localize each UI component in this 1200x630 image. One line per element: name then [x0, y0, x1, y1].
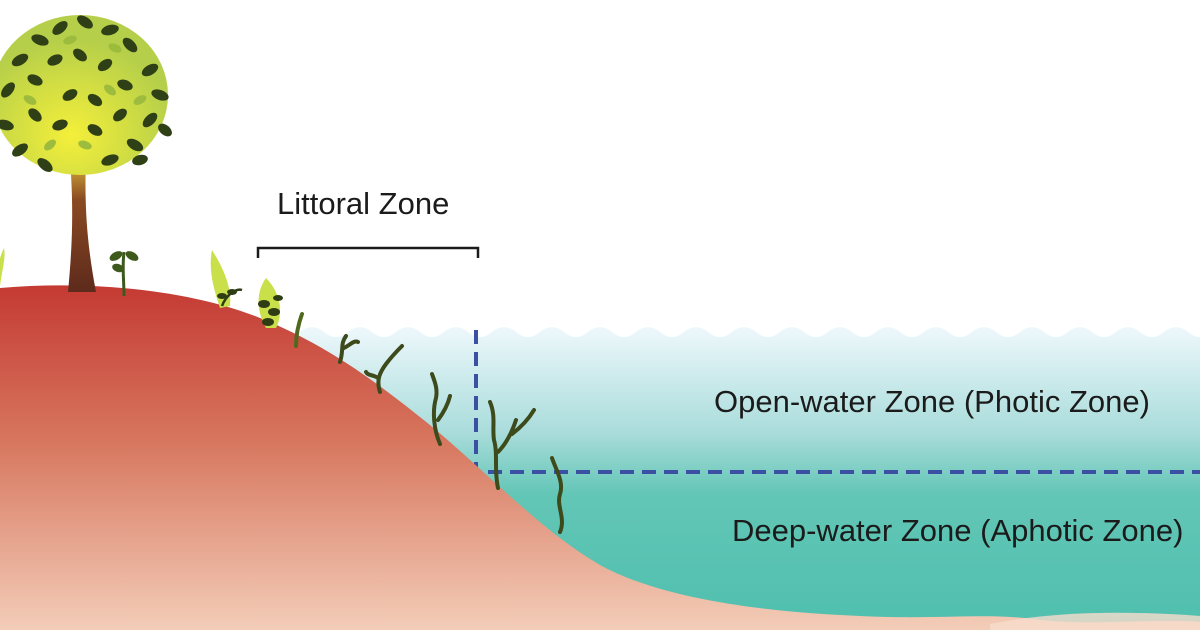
seedling-plant [109, 251, 139, 297]
littoral-bracket [256, 246, 480, 258]
tree [0, 15, 172, 292]
leafy-plant-edge [0, 248, 5, 286]
littoral-zone-label: Littoral Zone [277, 186, 450, 221]
shore-plants [0, 248, 304, 348]
aquatic-plant [364, 344, 404, 394]
shore-ground [0, 285, 1200, 630]
leafy-plant [258, 278, 283, 328]
open-water-zone-label: Open-water Zone (Photic Zone) [714, 384, 1150, 419]
tree-trunk [68, 160, 96, 292]
tree-canopy [0, 15, 172, 175]
deep-water-zone-label: Deep-water Zone (Aphotic Zone) [732, 513, 1184, 548]
aquatic-plant [488, 400, 536, 490]
aquatic-plant [430, 372, 452, 446]
lake-bottom-highlight [990, 612, 1200, 630]
aquatic-plants [338, 334, 564, 534]
reed-plant [294, 312, 304, 348]
leafy-plant [210, 250, 243, 308]
aquatic-plant [550, 456, 564, 534]
aquatic-plant [338, 334, 360, 364]
